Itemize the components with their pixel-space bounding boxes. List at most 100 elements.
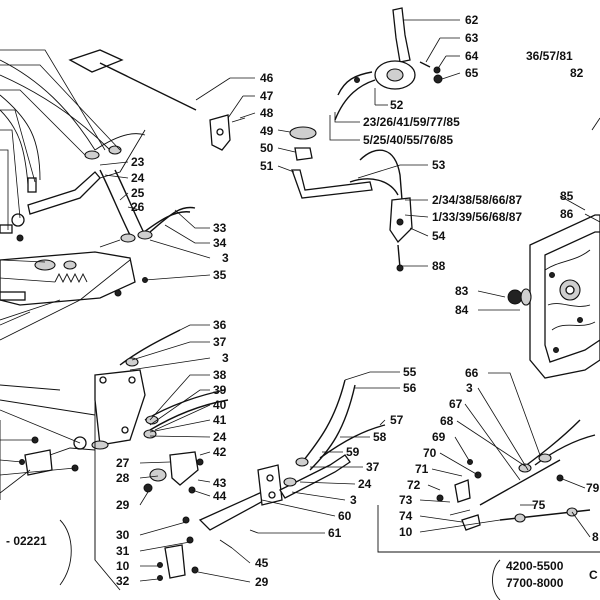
- nut: [143, 483, 153, 493]
- bolt-head: [16, 234, 24, 242]
- bolt: [27, 177, 37, 193]
- center-linkage-assembly: [209, 114, 413, 272]
- cable-line: [519, 419, 581, 471]
- cable-clamp: [108, 145, 122, 155]
- callout-23: 23: [131, 155, 145, 169]
- cable-line: [99, 169, 131, 236]
- wire: [544, 249, 591, 271]
- cable-line: [0, 299, 61, 321]
- bolt-head: [182, 516, 190, 524]
- hole: [99, 376, 107, 384]
- throttle-lever-assembly: [334, 7, 443, 121]
- callout-44: 44: [213, 489, 227, 503]
- lower-left-bracket-assembly: [0, 329, 229, 476]
- callout-27: 27: [116, 456, 130, 470]
- knob: [507, 289, 523, 305]
- callout-60: 60: [338, 509, 352, 523]
- nut: [294, 147, 313, 161]
- group-boundaries: [0, 380, 600, 600]
- pin: [157, 562, 163, 568]
- cable-line: [49, 447, 96, 456]
- callout-51: 51: [260, 159, 274, 173]
- callout-71: 71: [415, 462, 429, 476]
- screw: [449, 509, 471, 516]
- callout-64: 64: [465, 49, 479, 63]
- cable-line: [0, 59, 96, 151]
- callout-35: 35: [213, 268, 227, 282]
- callout-48: 48: [260, 106, 274, 120]
- callout-1-33-39-56-68-87: 1/33/39/56/68/87: [432, 210, 522, 224]
- callout-56: 56: [403, 381, 417, 395]
- clip-bracket: [164, 544, 186, 579]
- callout-50: 50: [260, 141, 274, 155]
- callout-58: 58: [373, 430, 387, 444]
- spring-disc: [289, 126, 317, 140]
- hole: [128, 376, 136, 384]
- callout-24: 24: [131, 171, 145, 185]
- callout-67: 67: [449, 397, 463, 411]
- callout-24: 24: [213, 430, 227, 444]
- wire: [551, 321, 596, 331]
- callout-62: 62: [465, 13, 479, 27]
- callout-59: 59: [346, 445, 360, 459]
- cable-line: [0, 94, 41, 181]
- callout-63: 63: [465, 31, 479, 45]
- cable-line: [299, 379, 346, 466]
- callout-24: 24: [358, 477, 372, 491]
- cable-clamp: [120, 233, 136, 243]
- shift-rod: [291, 169, 373, 199]
- callout-3: 3: [222, 351, 229, 365]
- pin: [157, 575, 163, 581]
- callout-36: 36: [213, 318, 227, 332]
- cable-line: [149, 399, 229, 431]
- cable-line: [114, 169, 146, 236]
- callout-49: 49: [260, 124, 274, 138]
- bolt-head: [196, 458, 204, 466]
- nut: [433, 74, 443, 84]
- cable-clamp: [137, 230, 153, 240]
- callout-52: 52: [390, 98, 404, 112]
- callout-86: 86: [560, 207, 574, 221]
- callout-37: 37: [366, 460, 380, 474]
- callout-37: 37: [213, 335, 227, 349]
- cable-line: [94, 133, 146, 151]
- nut: [0, 224, 13, 234]
- callout-73: 73: [399, 493, 413, 507]
- pedal-assembly: [0, 49, 197, 341]
- cable-fitting: [34, 259, 56, 271]
- hole: [268, 491, 276, 499]
- cable-line: [337, 71, 373, 96]
- screw: [577, 317, 583, 323]
- cable-line: [334, 79, 376, 121]
- pivot-bracket: [169, 451, 199, 486]
- hole: [121, 426, 129, 434]
- linkage-bar: [198, 491, 266, 531]
- note-brace: [492, 559, 501, 600]
- note-edge-letter: C: [589, 568, 598, 582]
- callout-28: 28: [116, 471, 130, 485]
- cable-clamp: [514, 513, 526, 523]
- wire: [547, 303, 591, 307]
- cable-line: [0, 74, 111, 151]
- callout-26: 26: [131, 200, 145, 214]
- callout-34: 34: [213, 236, 227, 250]
- callout-45: 45: [255, 556, 269, 570]
- callout-10: 10: [399, 525, 413, 539]
- callout-88: 88: [432, 259, 446, 273]
- washer: [11, 213, 25, 227]
- housing-hub: [386, 68, 404, 82]
- callout-29: 29: [255, 575, 269, 589]
- lever-handle: [392, 7, 411, 63]
- callout-39: 39: [213, 383, 227, 397]
- callout-3: 3: [350, 493, 357, 507]
- callout-40: 40: [213, 398, 227, 412]
- callout-69: 69: [432, 430, 446, 444]
- screw: [219, 539, 233, 549]
- callout-82: 82: [570, 66, 584, 80]
- callout-84: 84: [455, 303, 469, 317]
- screw: [549, 272, 555, 278]
- cable-line: [0, 399, 96, 416]
- cable-clamp: [283, 477, 297, 487]
- callout-42: 42: [213, 445, 227, 459]
